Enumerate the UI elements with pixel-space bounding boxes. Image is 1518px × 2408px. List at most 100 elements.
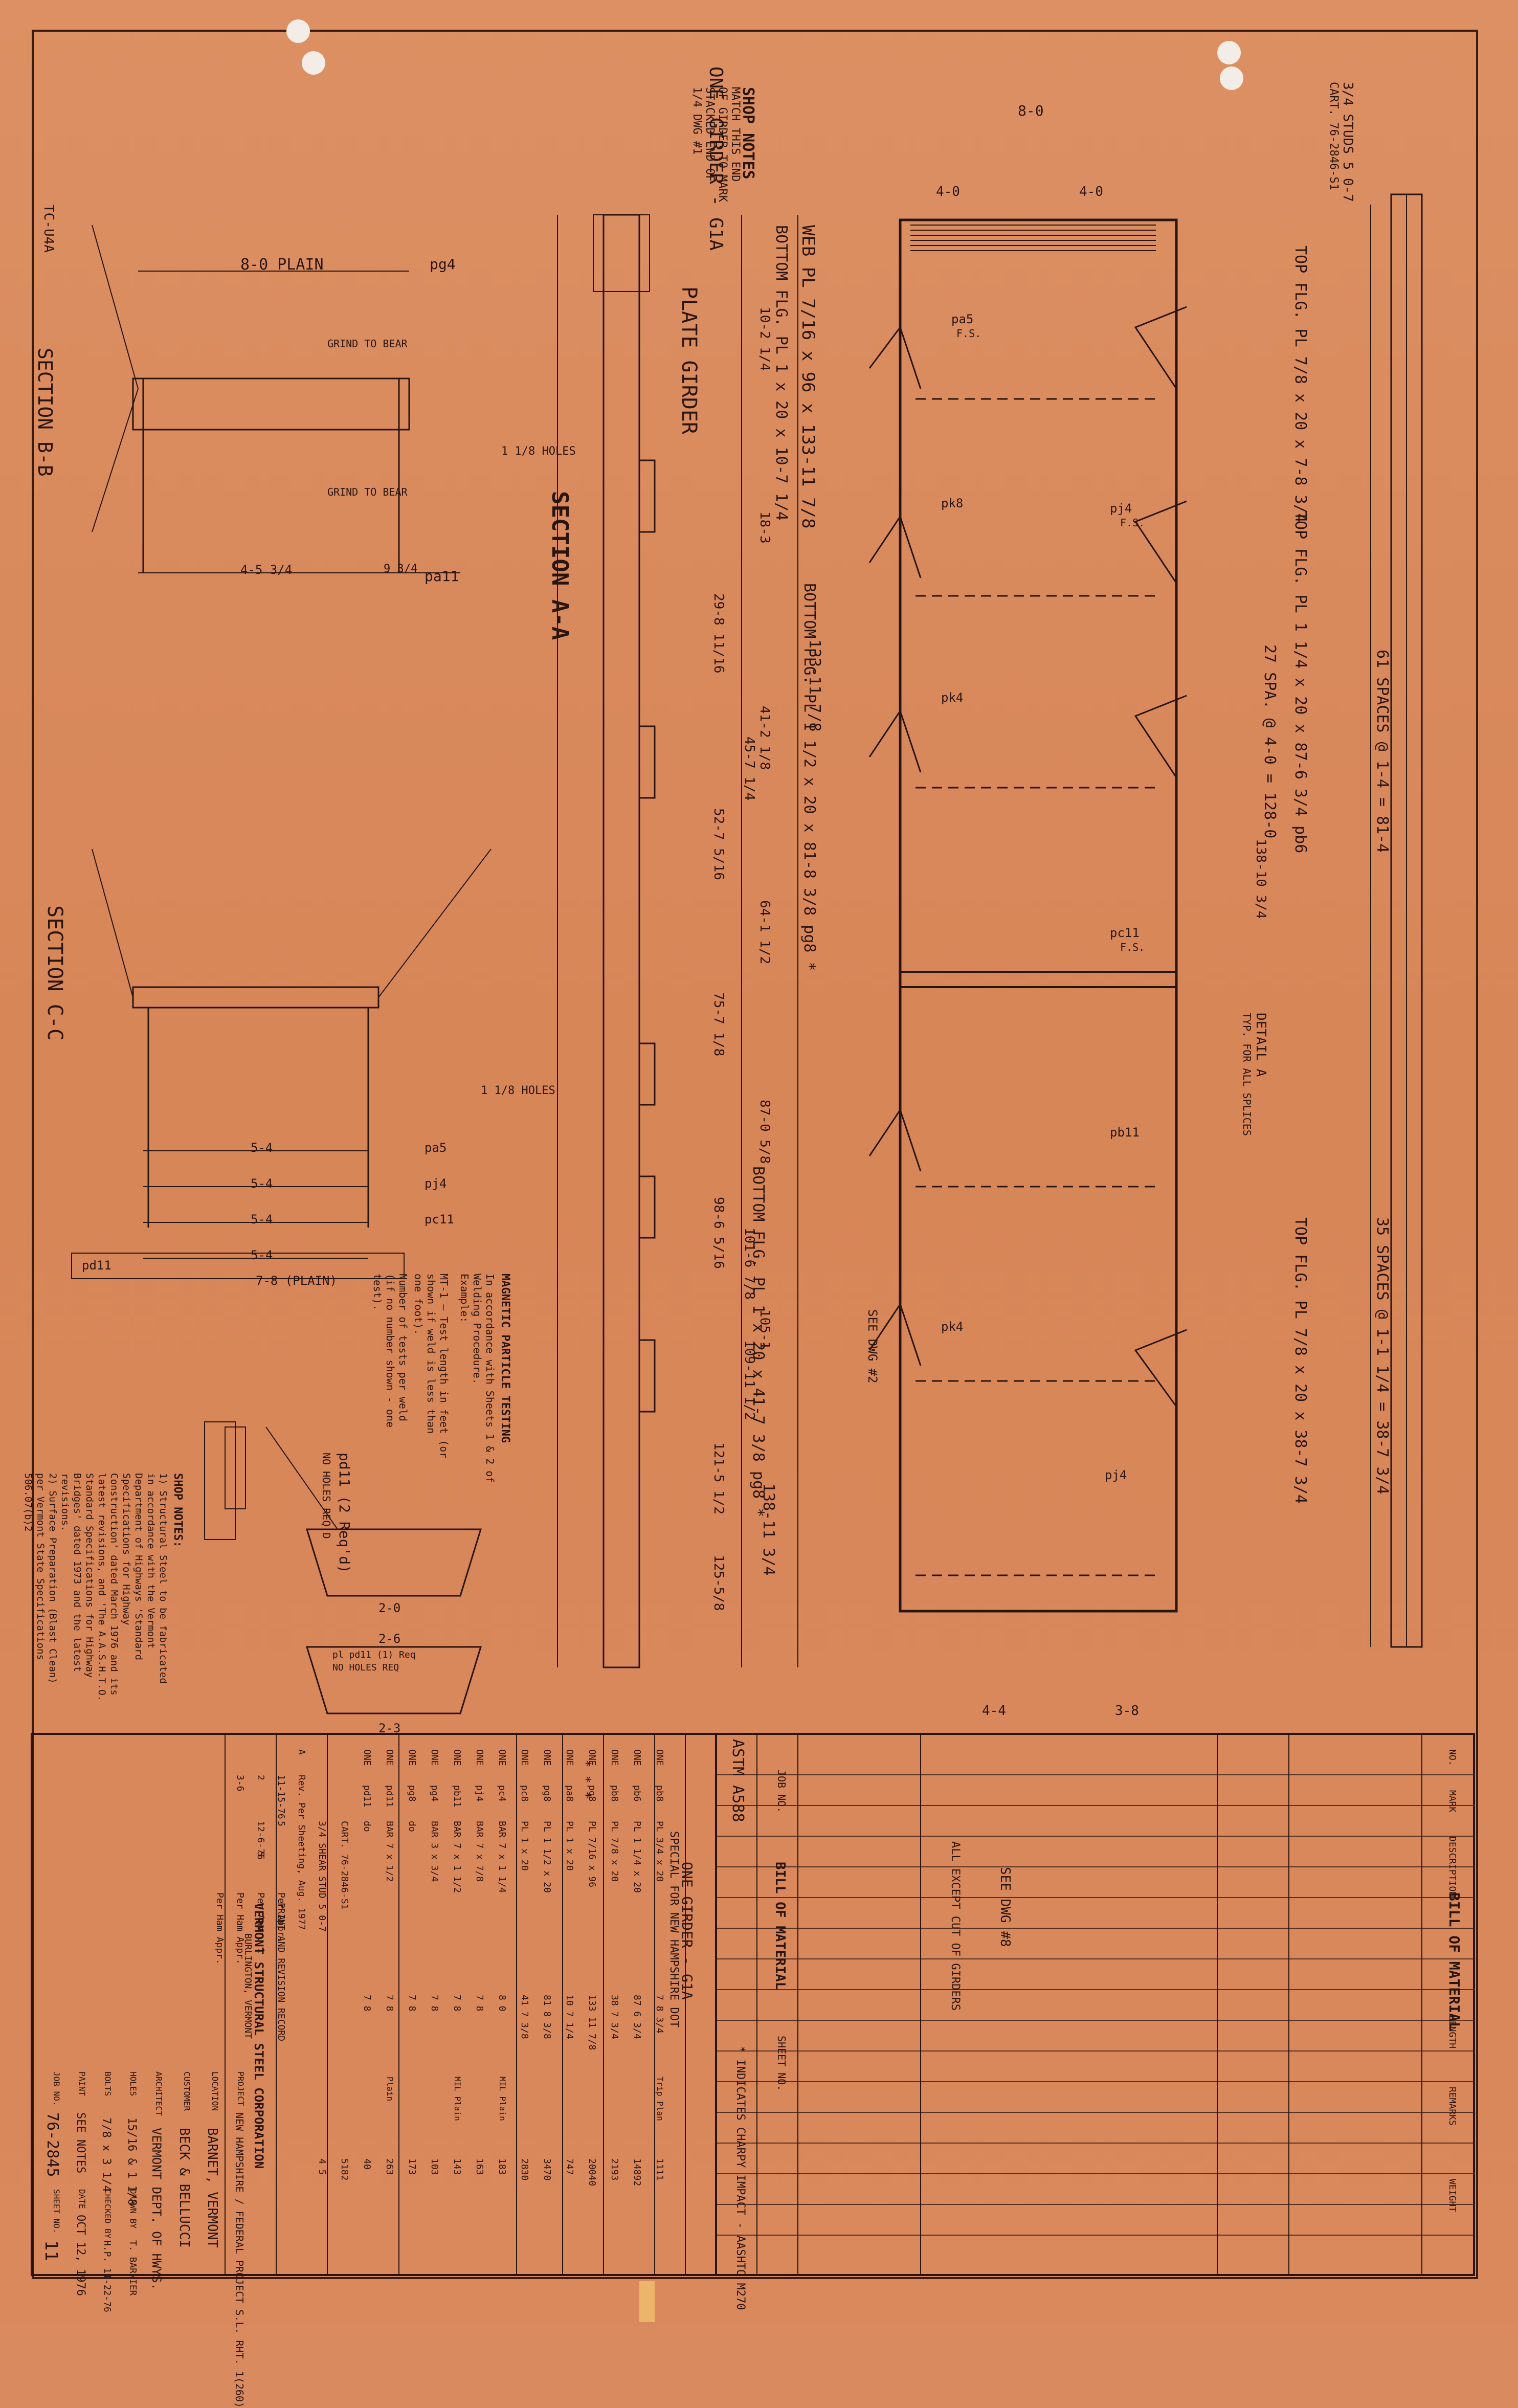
station-dim: 41-2 1/8 — [757, 706, 772, 770]
revision-cell: 5 — [255, 1852, 266, 1857]
tb-architect-label: ARCHITECT — [154, 2071, 164, 2116]
mt-line: MT-1 — Test length in feet (or — [438, 1274, 450, 1459]
tb-job-label: JOB NO. — [52, 2071, 61, 2106]
bom-cell: pj4 — [474, 1785, 485, 1802]
grind-note: GRIND TO BEAR — [327, 338, 408, 350]
bom-cell: do — [407, 1821, 417, 1832]
bom-cell: PL 3/4 x 20 — [654, 1821, 665, 1882]
bom-cell: 10 7 1/4 — [564, 1995, 575, 2039]
mt-line: (if no number shown - one — [384, 1274, 396, 1428]
dwg-reference: SEE DWG #2 — [865, 1309, 880, 1384]
holes-note: 1 1/8 HOLES — [501, 445, 576, 458]
flange-label: F.S. — [956, 327, 981, 340]
mt-line: shown if weld is less than — [425, 1274, 437, 1434]
bom-cell: 1111 — [654, 2158, 665, 2181]
mt-title: MAGNETIC PARTICLE TESTING — [499, 1274, 511, 1443]
bom-cell: PL 7/16 x 96 — [587, 1821, 597, 1888]
station-dim: 45-7 1/4 — [742, 737, 757, 801]
tb-sheet: 11 — [41, 2240, 61, 2261]
bom-cell: ONE — [632, 1749, 642, 1766]
bom-cell: BAR 7 x 1 1/4 — [497, 1821, 507, 1893]
revision-cell: 11-15-76 — [276, 1775, 286, 1819]
revision-cell: Per Ham Appr. — [214, 1892, 225, 1965]
dim-4-0-b: 4-0 — [1079, 184, 1103, 199]
bom-cell: BAR 3 x 3/4 — [429, 1821, 440, 1882]
cc-row-dim: 5-4 — [251, 1176, 273, 1191]
shop-notes-2-line: Department of Highways 'Standard — [133, 1473, 144, 1661]
tb-drawn-label: DRAWN BY — [128, 2189, 138, 2229]
stiffener-mark: pk4 — [941, 1320, 964, 1334]
detail-a-note: TYP. FOR ALL SPLICES — [1241, 1013, 1253, 1136]
bom-cell: CART. 76-2846-S1 — [339, 1821, 350, 1910]
bom-cell: 7 8 — [407, 1995, 417, 2012]
bom-col-header: MARK — [1447, 1790, 1458, 1813]
bom-sheet-no-label: SHEET NO. — [775, 2036, 788, 2091]
bom-cell: BAR 7 x 7/8 — [474, 1821, 485, 1882]
spacing-2: 61 SPACES @ 1-4 = 81-4 — [1373, 650, 1391, 853]
shop-notes-2-title: SHOP NOTES: — [171, 1473, 184, 1548]
spacing-1: 27 SPA. @ 4-0 = 128-0 — [1261, 644, 1279, 839]
bom-right-note: ALL EXCEPT CUT OF GIRDERS — [949, 1841, 962, 2011]
bom-astm: ASTM A588 — [729, 1739, 747, 1822]
bom-cell: ONE — [497, 1749, 507, 1766]
dim-top-8-0: 8-0 — [1018, 102, 1044, 119]
tb-date-label: DATE — [77, 2189, 87, 2209]
station-dim: 109-11 1/2 — [742, 1340, 757, 1420]
bom-cell: ONE — [564, 1749, 575, 1766]
pd11-note: NO HOLES REQ'D — [320, 1453, 332, 1539]
tb-checked: H.P. 11-22-76 — [102, 2240, 113, 2312]
station-dim: 105-1 — [757, 1309, 772, 1350]
dim-4-0-a: 4-0 — [936, 184, 960, 199]
bom-cell: PL 1 1/4 x 20 — [632, 1821, 642, 1893]
station-dim: 75-7 1/8 — [711, 992, 726, 1057]
bom-cell: ONE — [384, 1749, 395, 1766]
cc-row-mark: pd11 — [82, 1258, 111, 1273]
tb-checked-label: CHECKED BY — [103, 2189, 113, 2239]
spacing-3: 35 SPACES @ 1-1 1/4 = 38-7 3/4 — [1373, 1217, 1391, 1495]
bom-cell: 133 11 7/8 — [587, 1995, 597, 2050]
bom-cell: 183 — [497, 2158, 507, 2175]
tb-holes-label: HOLES — [128, 2071, 138, 2097]
bom-cell: BAR 7 x 1/2 — [384, 1821, 395, 1882]
stiffener-mark: pc11 — [1110, 926, 1140, 940]
bom-cell: BAR 7 x 1 1/2 — [452, 1821, 462, 1893]
bom-cell: pa8 — [564, 1785, 575, 1802]
pd11-sub: pl pd11 (1) Req — [332, 1649, 416, 1660]
bom-cell: 3470 — [542, 2158, 552, 2181]
mt-line: In accordance with Sheets 1 & 2 of — [484, 1274, 496, 1483]
station-dim: 125-5/8 — [711, 1555, 726, 1611]
detail-a-label: DETAIL A — [1253, 1013, 1268, 1077]
bom-girder-header: ONE GIRDER - G1A — [679, 1862, 696, 2000]
mt-line: Welding Procedure. — [471, 1274, 483, 1385]
bom-title: BILL OF MATERIAL — [1446, 1892, 1463, 2031]
bom-cell: MIL Plain — [498, 2077, 507, 2121]
shop-notes-line: MATCH THIS END — [729, 87, 742, 182]
mt-line: one foot). — [412, 1274, 425, 1335]
revision-cell: Per Ham Appr. — [235, 1892, 245, 1965]
punch-hole — [286, 19, 310, 43]
shop-notes-2-line: 1) Structural Steel to be fabricated — [158, 1473, 169, 1684]
section-bb-mark: TC-U4A — [41, 205, 56, 253]
studs-note: CART. 76-2846-S1 — [1327, 82, 1340, 190]
bom-cell: 8 0 — [497, 1995, 507, 2012]
tb-paint-label: PAINT — [77, 2071, 87, 2097]
bom-cell: pg4 — [429, 1785, 440, 1802]
revision-cell: Rev. Per Sheeting, Aug. 1977 — [296, 1775, 307, 1930]
section-aa-title: SECTION A-A — [547, 491, 573, 640]
bom-cell: pb11 — [452, 1785, 462, 1808]
tape-strip — [639, 2281, 655, 2322]
section-bb-mark: pa11 — [425, 568, 459, 585]
bom-cell: pb8 — [654, 1785, 665, 1802]
section-bb-mark: pg4 — [430, 256, 456, 273]
cc-row-dim: 5-4 — [251, 1141, 273, 1155]
punch-hole — [302, 51, 325, 75]
stiffener-mark: pj4 — [1105, 1468, 1127, 1482]
mt-line: test). — [371, 1274, 384, 1311]
shop-notes-2-line: Bridges' dated 1973 and the latest — [72, 1473, 83, 1672]
plate-girder-label: PLATE GIRDER — [677, 286, 701, 434]
station-dim: 87-0 5/8 — [757, 1100, 772, 1164]
bom-cell: ONE — [609, 1749, 620, 1766]
bom-cell: 81 8 3/8 — [542, 1995, 552, 2039]
top-flange-1: TOP FLG. PL 7/8 x 20 x 7-8 3/4 — [1291, 246, 1309, 523]
shop-notes-2-line: revisions. — [59, 1473, 71, 1532]
